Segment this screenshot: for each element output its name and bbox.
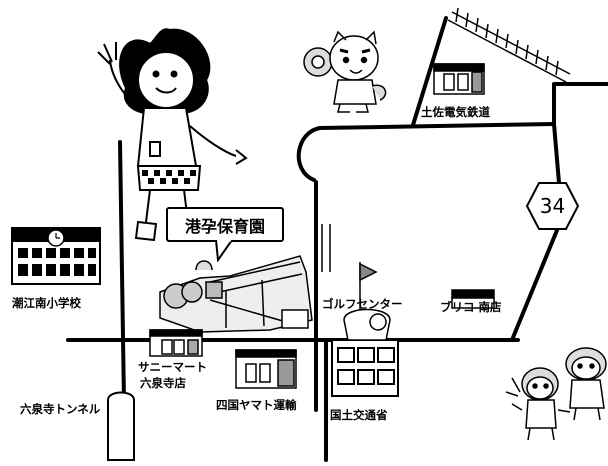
route-sign-icon [525,182,580,230]
railway-track-icon [447,7,571,83]
road-upper-curve [296,126,322,182]
road-diagonal [411,16,448,127]
office-building-icon [331,339,399,397]
store-icon [149,329,203,357]
nursery-building-icon [159,255,313,333]
label-ministry: 国土交通省 [330,408,388,422]
nursery-name-callout: 港孕保育園 [166,207,284,242]
label-tosa-railway: 土佐電気鉄道 [421,105,490,119]
route-sign: 34 [525,181,580,231]
girl-waving-icon [97,28,248,242]
clock-icon [47,229,65,247]
label-yamato: 四国ヤマト運輸 [216,398,297,412]
school-building-icon [11,227,101,285]
store-icon [451,289,495,309]
road-upper [318,122,556,130]
children-mascots-icon [505,347,607,441]
tunnel-icon [107,391,135,461]
store-icon [433,63,485,95]
route-number: 34 [539,194,566,218]
road-left-vertical [118,140,126,404]
label-golf-center: ゴルフセンター [322,297,403,311]
label-school: 潮江南小学校 [12,296,81,310]
label-bookstore: ブリコ 南店 [440,300,502,314]
label-sunny-mart-line2: 六泉寺店 [140,376,186,390]
label-tunnel: 六泉寺トンネル [20,402,101,416]
golf-flag-icon [343,262,391,341]
label-sunny-mart-line1: サニーマート [138,360,207,374]
tiger-mascot-icon [303,30,387,113]
road-upper-right [552,82,608,126]
store-icon [235,349,297,389]
road-markings [321,224,331,272]
road-route34 [510,122,564,342]
callout-pointer [215,240,233,262]
